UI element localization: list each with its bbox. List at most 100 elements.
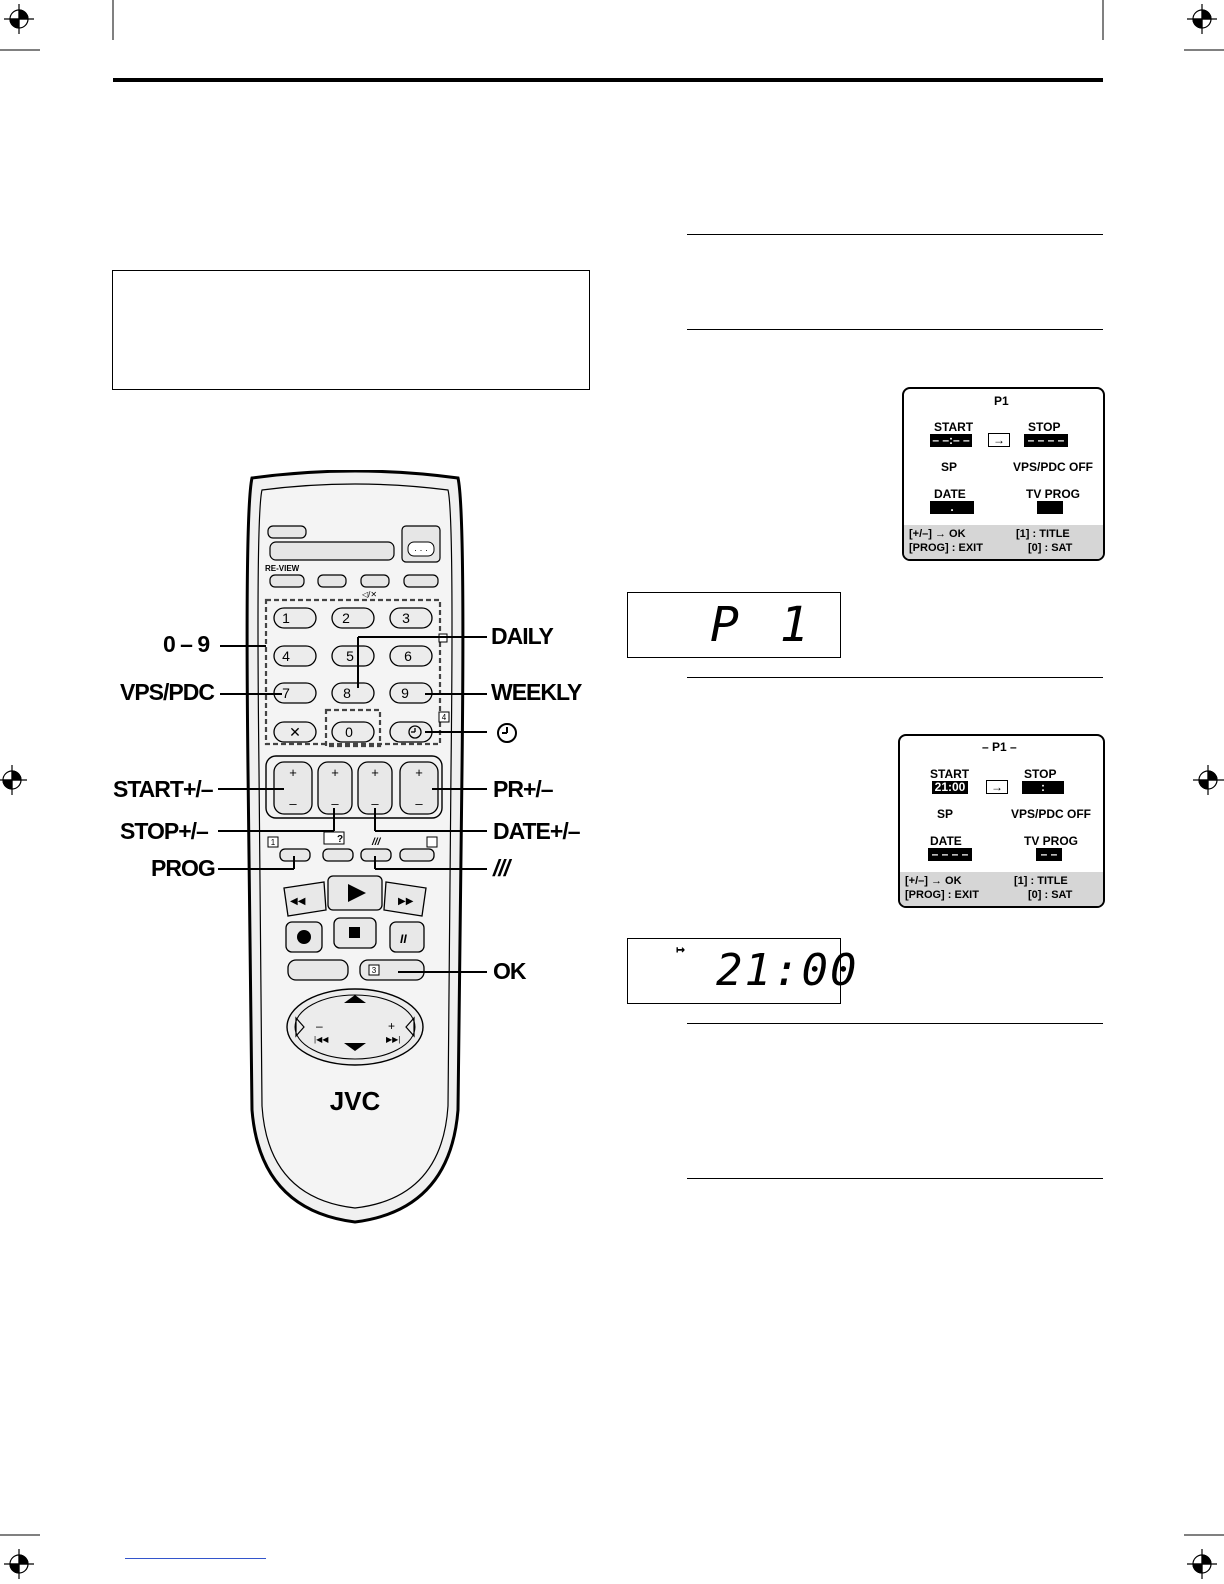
- osd2-title: – P1 –: [982, 740, 1017, 754]
- callout-prog: PROG: [151, 855, 216, 881]
- small-box-1: 1: [271, 838, 276, 847]
- callout-stop: STOP+/–: [120, 818, 209, 844]
- key-4-label: 4: [282, 648, 290, 664]
- svg-text:+: +: [331, 765, 339, 780]
- osd2-foot-l2: [PROG] : EXIT: [905, 889, 979, 901]
- osd1-foot-l1: [+/–] → OK: [909, 528, 966, 540]
- svg-text:–: –: [316, 1019, 323, 1033]
- key-2: [331, 607, 375, 629]
- osd2-stop-label: STOP: [1024, 767, 1057, 781]
- osd1-foot-l2: [PROG] : EXIT: [909, 542, 983, 554]
- osd2-stop-value: :: [1022, 781, 1064, 794]
- button-row4-d: [399, 848, 435, 862]
- osd2-foot-r2: [0] : SAT: [1028, 889, 1073, 901]
- mute-icon: ◁/✕: [362, 590, 377, 599]
- svg-text:///: ///: [371, 837, 382, 848]
- callout-daily: DAILY: [491, 623, 554, 649]
- svg-text:–: –: [371, 796, 379, 811]
- osd1-speed: SP: [941, 460, 958, 474]
- key-3-label: 3: [402, 610, 410, 626]
- osd-screen-1: P1 START – –:– – → STOP – – – – SP VPS/P…: [902, 387, 1105, 561]
- svg-text:–: –: [415, 796, 423, 811]
- key-8: [331, 682, 375, 704]
- key-7-label: 7: [282, 685, 290, 701]
- svg-text:|◀◀: |◀◀: [314, 1035, 329, 1044]
- key-8-label: 8: [343, 685, 351, 701]
- key-4: [273, 645, 317, 667]
- step-rule-5: [687, 1178, 1103, 1179]
- key-0-label: 0: [345, 724, 353, 740]
- reg-mark-tl: [4, 4, 34, 34]
- svg-text:▶▶: ▶▶: [398, 896, 414, 907]
- svg-text:–: –: [331, 796, 339, 811]
- cancel-icon: ✕: [289, 724, 301, 740]
- osd2-tvprog-label: TV PROG: [1024, 834, 1079, 848]
- reg-mark-bl: [4, 1549, 34, 1579]
- reg-mark-ml: [0, 765, 27, 795]
- key-1: [273, 607, 317, 629]
- reg-mark-tr: [1187, 4, 1217, 34]
- power-button: [267, 525, 307, 539]
- osd1-stop-value: – – – –: [1024, 434, 1068, 447]
- callout-ok: OK: [493, 958, 526, 984]
- osd1-footer: [+/–] → OK [PROG] : EXIT [1] : TITLE [0]…: [904, 525, 1103, 559]
- lcd-display-1: P 1: [627, 592, 841, 658]
- osd2-speed: SP: [937, 807, 954, 821]
- help-icon: ?: [337, 834, 343, 845]
- top-wide-button: [269, 541, 395, 561]
- osd1-arrow: →: [988, 433, 1010, 447]
- osd2-start-label: START: [930, 767, 970, 781]
- svg-text:II: II: [400, 932, 407, 946]
- callout-weekly: WEEKLY: [491, 679, 582, 705]
- osd2-date-value: – – – –: [928, 848, 972, 861]
- osd2-vps: VPS/PDC OFF: [1011, 807, 1092, 821]
- key-2-label: 2: [342, 610, 350, 626]
- osd1-tvprog-value: [1037, 501, 1063, 514]
- timer-clock-icon: [408, 725, 422, 739]
- key-3: [389, 607, 433, 629]
- step-rule-3: [687, 677, 1103, 678]
- callout-vps-pdc: VPS/PDC: [120, 679, 215, 705]
- osd2-tvprog-value: – –: [1036, 848, 1062, 861]
- pause-button: [389, 921, 425, 953]
- osd1-start-value: – –:– –: [930, 434, 972, 447]
- key-cancel: [273, 721, 317, 743]
- step-rule-1: [687, 234, 1103, 235]
- osd1-start-label: START: [934, 420, 974, 434]
- osd1-date-label: DATE: [934, 487, 966, 501]
- rewind-button: [283, 881, 327, 917]
- svg-text:+: +: [388, 1019, 395, 1033]
- page-top-rule: [113, 78, 1103, 82]
- svg-text:+: +: [289, 765, 297, 780]
- left-pill-button: [287, 959, 349, 981]
- nav-pad: [286, 988, 424, 1066]
- key-5-label: 5: [346, 648, 354, 664]
- osd2-date-label: DATE: [930, 834, 962, 848]
- note-box: [112, 270, 590, 390]
- callout-start: START+/–: [113, 776, 214, 802]
- ffwd-button: [383, 881, 427, 917]
- svg-text:▶▶|: ▶▶|: [386, 1035, 400, 1044]
- osd1-date-value: .: [930, 501, 974, 514]
- svg-text:◀◀: ◀◀: [290, 896, 306, 907]
- review-label: RE-VIEW: [265, 564, 300, 573]
- key-5: [331, 645, 375, 667]
- small-box-4: 4: [442, 713, 447, 722]
- step-rule-4: [687, 1023, 1103, 1024]
- footer-rule: [125, 1558, 266, 1559]
- osd1-vps: VPS/PDC OFF: [1013, 460, 1094, 474]
- remote-brand-logo: JVC: [330, 1086, 381, 1116]
- lcd2-text: 21:00: [716, 945, 859, 996]
- osd1-foot-r1: [1] : TITLE: [1016, 528, 1070, 540]
- step-rule-2: [687, 329, 1103, 330]
- osd-screen-2: – P1 – START 21:00 → STOP : SP VPS/PDC O…: [898, 734, 1105, 908]
- osd2-footer: [+/–] → OK [PROG] : EXIT [1] : TITLE [0]…: [900, 872, 1103, 906]
- key-0: [331, 721, 375, 743]
- osd1-title: P1: [994, 394, 1009, 408]
- osd1-tvprog-label: TV PROG: [1026, 487, 1081, 501]
- lcd1-text: P 1: [710, 597, 815, 653]
- small-box-3: 3: [372, 966, 377, 975]
- osd2-foot-l1: [+/–] → OK: [905, 875, 962, 887]
